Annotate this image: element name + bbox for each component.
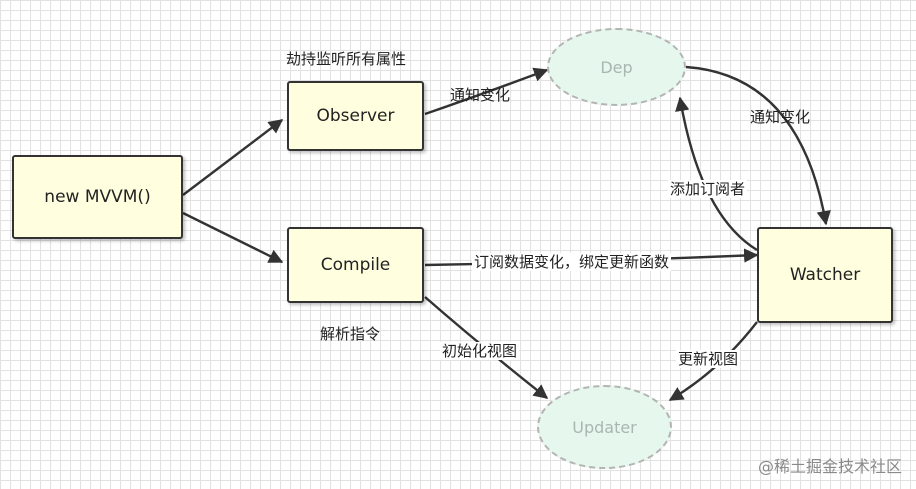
arrow-dep-to-watcher bbox=[685, 65, 831, 226]
watcher-node-label: Watcher bbox=[789, 265, 861, 285]
observer-node-label: Observer bbox=[316, 106, 395, 126]
arrow-watcher-to-dep bbox=[675, 96, 758, 252]
label-init-view: 初始化视图 bbox=[440, 342, 520, 360]
watcher-node: Watcher bbox=[757, 227, 893, 323]
arrow-mvvm-to-compile bbox=[182, 211, 284, 264]
watermark: @稀土掘金技术社区 bbox=[757, 457, 902, 476]
label-update-view: 更新视图 bbox=[676, 350, 741, 368]
mvvm-node-label: new MVVM() bbox=[44, 187, 151, 207]
dep-node: Dep bbox=[547, 28, 686, 106]
label-parse-directive: 解析指令 bbox=[320, 325, 381, 343]
arrow-mvvm-to-observer bbox=[182, 119, 284, 196]
label-subscribe: 订阅数据变化，绑定更新函数 bbox=[472, 253, 672, 271]
mvvm-node: new MVVM() bbox=[12, 155, 183, 239]
dep-node-label: Dep bbox=[600, 57, 633, 77]
label-notify-change-2: 通知变化 bbox=[750, 108, 811, 126]
arrow-observer-to-dep bbox=[424, 67, 549, 116]
updater-node: Updater bbox=[537, 385, 672, 469]
label-hijack: 劫持监听所有属性 bbox=[286, 50, 407, 68]
observer-node: Observer bbox=[287, 81, 424, 151]
compile-node: Compile bbox=[287, 227, 424, 303]
compile-node-label: Compile bbox=[320, 255, 391, 275]
label-notify-change-1: 通知变化 bbox=[450, 86, 511, 104]
label-add-subscriber: 添加订阅者 bbox=[668, 180, 748, 198]
updater-node-label: Updater bbox=[572, 417, 637, 437]
